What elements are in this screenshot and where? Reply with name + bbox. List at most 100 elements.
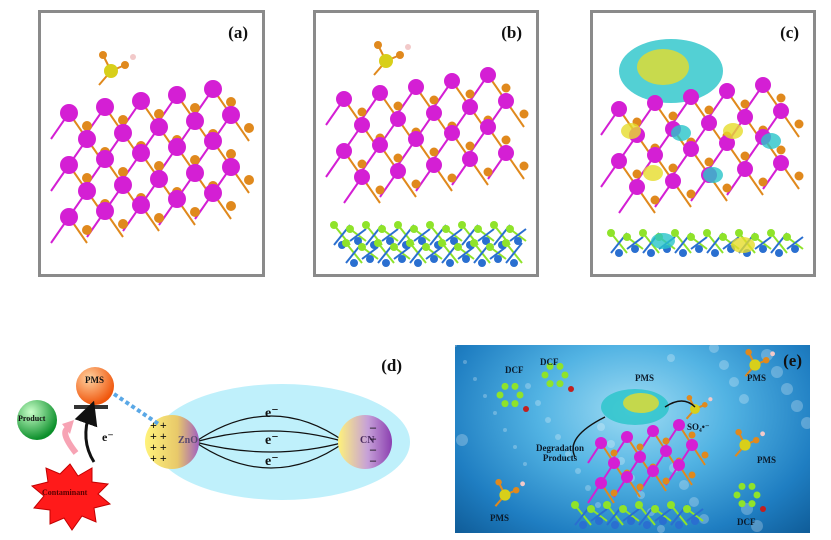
bond <box>425 246 443 260</box>
transfer-curve-2 <box>194 430 346 443</box>
n-atom <box>430 255 438 263</box>
c-atom <box>470 239 478 247</box>
zn-atom <box>204 80 222 98</box>
water-droplet <box>545 417 551 423</box>
c-atom <box>639 229 647 237</box>
water-droplet <box>585 485 591 491</box>
bond <box>754 236 772 250</box>
c-atom <box>410 225 418 233</box>
zno-cn-pms-structure-b <box>325 41 529 267</box>
c-atom <box>607 229 615 237</box>
o-atom <box>82 121 92 131</box>
cn-layer <box>607 229 804 257</box>
c-atom <box>516 391 524 399</box>
c-atom <box>546 380 554 388</box>
c-atom <box>735 229 743 237</box>
o-atom <box>735 429 742 436</box>
bond <box>361 246 379 260</box>
transfer-curve-4 <box>194 441 346 469</box>
zn-atom <box>673 459 685 471</box>
o-atom <box>483 167 493 177</box>
c-atom <box>767 229 775 237</box>
zno-slab <box>325 67 529 204</box>
zn-atom <box>621 471 633 483</box>
c-atom <box>719 233 727 241</box>
zn-atom <box>168 190 186 208</box>
water-droplet <box>455 345 457 347</box>
water-droplet <box>597 423 605 431</box>
water-droplet <box>657 525 665 533</box>
zn-atom <box>595 477 607 489</box>
n-atom <box>631 245 639 253</box>
h-atom <box>770 351 775 357</box>
n-atom <box>775 249 783 257</box>
pms-molecule <box>98 51 136 86</box>
o-atom <box>760 506 766 512</box>
zn-atom <box>683 89 699 105</box>
transfer-curve-3 <box>194 441 346 453</box>
panel-b-frame: (b) <box>313 10 539 277</box>
zno-label: ZnO <box>178 435 199 446</box>
zn-atom <box>444 125 460 141</box>
n-atom <box>398 255 406 263</box>
zn-atom <box>755 77 771 93</box>
n-atom <box>450 237 458 245</box>
pms-label: PMS <box>85 375 104 385</box>
water-droplet <box>729 377 739 387</box>
dcf-molecule <box>733 482 766 512</box>
zn-atom <box>686 439 698 451</box>
zn-atom <box>719 83 735 99</box>
zn-atom <box>595 437 607 449</box>
o-atom <box>704 157 714 167</box>
water-droplet <box>523 462 527 466</box>
zn-atom <box>390 163 406 179</box>
n-atom <box>579 521 587 529</box>
o-atom <box>154 109 164 119</box>
bond <box>393 246 411 260</box>
s-atom <box>104 64 118 78</box>
cn-particle <box>338 415 392 469</box>
panel-c-frame: (c) <box>590 10 816 277</box>
o-atom <box>662 477 670 485</box>
bond <box>505 242 523 264</box>
c-atom <box>330 221 338 229</box>
n-atom <box>386 237 394 245</box>
o-atom <box>118 167 128 177</box>
n-atom <box>595 517 603 525</box>
zn-atom <box>132 144 150 162</box>
transfer-electron-1: e⁻ <box>265 406 279 421</box>
bond <box>626 236 644 250</box>
c-atom <box>511 382 519 390</box>
h-atom <box>520 481 525 487</box>
o-atom <box>501 83 511 93</box>
pms-label-right-mid: PMS <box>757 455 776 465</box>
c-atom <box>501 400 509 408</box>
c-atom <box>502 239 510 247</box>
degradation-label: Degradation Products <box>536 443 584 463</box>
c-atom <box>738 500 746 508</box>
o-atom <box>662 437 670 445</box>
panel-a-frame: (a) <box>38 10 265 277</box>
c-atom <box>496 391 504 399</box>
charge-density-structure-c <box>600 39 804 257</box>
water-droplet <box>463 360 467 364</box>
water-droplet <box>513 445 517 449</box>
zn-atom <box>336 143 352 159</box>
sulfate-curve <box>664 400 696 408</box>
c-atom <box>506 225 514 233</box>
c-atom <box>541 371 549 379</box>
o-atom <box>636 443 644 451</box>
n-atom <box>418 237 426 245</box>
o-atom <box>632 169 642 179</box>
bond <box>489 246 507 260</box>
o-atom <box>610 489 618 497</box>
n-atom <box>494 255 502 263</box>
c-atom <box>511 400 519 408</box>
zn-atom <box>719 135 735 151</box>
charge-isosurface <box>623 393 659 413</box>
c-atom <box>454 243 462 251</box>
water-droplet <box>739 394 749 404</box>
o-atom <box>118 219 128 229</box>
water-droplet <box>699 514 709 524</box>
o-atom <box>244 123 254 133</box>
